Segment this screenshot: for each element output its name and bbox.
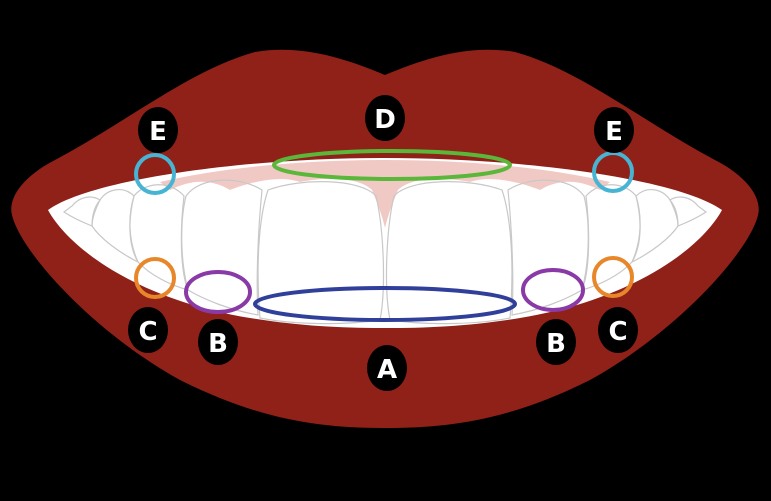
region-b-left-marker <box>184 270 252 314</box>
region-c-left-marker <box>134 257 176 299</box>
label-a: A <box>367 345 407 391</box>
tooth-molar-left <box>62 196 101 227</box>
label-b-left: B <box>198 319 238 365</box>
svg-text:B: B <box>208 329 228 359</box>
region-d-marker <box>272 149 512 181</box>
svg-text:C: C <box>138 317 157 347</box>
gingiva <box>160 160 610 228</box>
tooth-molar-right <box>669 196 708 227</box>
tooth-lateral-left <box>181 179 263 316</box>
label-e-right: E <box>594 107 634 153</box>
label-d: D <box>365 95 405 141</box>
svg-text:D: D <box>374 105 396 135</box>
region-e-right-marker <box>592 151 634 193</box>
tooth-central-right <box>385 181 513 325</box>
label-e-left: E <box>138 107 178 153</box>
label-b-right: B <box>536 319 576 365</box>
svg-text:A: A <box>377 355 397 385</box>
svg-text:E: E <box>149 117 167 147</box>
mouth-opening <box>48 158 722 328</box>
svg-text:B: B <box>546 329 566 359</box>
svg-text:E: E <box>605 117 623 147</box>
svg-text:C: C <box>608 317 627 347</box>
region-a-marker <box>253 286 517 322</box>
region-b-right-marker <box>521 268 585 312</box>
region-e-left-marker <box>134 153 176 195</box>
label-c-left: C <box>128 307 168 353</box>
label-c-right: C <box>598 307 638 353</box>
region-c-right-marker <box>592 256 634 298</box>
